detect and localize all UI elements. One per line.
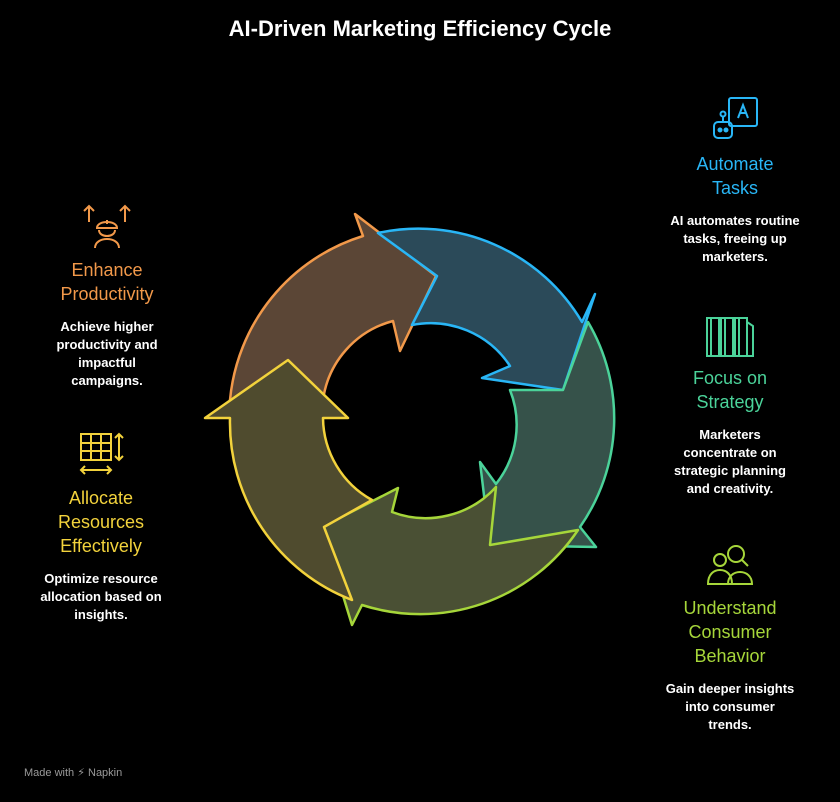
robot-ai-icon	[713, 97, 758, 139]
grid-resize-icon	[79, 432, 124, 475]
step-enhance-productivity: Enhance Productivity Achieve higher prod…	[32, 202, 182, 390]
arrow-enhance	[228, 212, 438, 402]
arrow-strategy	[478, 320, 616, 549]
folders-icon	[706, 317, 754, 357]
napkin-logo-icon: ⚡	[77, 767, 85, 779]
arrow-consumer	[320, 485, 580, 627]
step-automate-tasks: Automate Tasks AI automates routine task…	[660, 94, 810, 266]
step-description: Gain deeper insights into consumer trend…	[665, 681, 795, 732]
step-description: Optimize resource allocation based on in…	[40, 571, 162, 622]
step-heading: Focus on Strategy	[692, 368, 768, 412]
worker-arrows-icon	[83, 204, 131, 249]
people-search-icon	[706, 545, 754, 585]
arrow-allocate	[203, 358, 374, 602]
step-description: Achieve higher productivity and impactfu…	[56, 319, 158, 388]
step-description: Marketers concentrate on strategic plann…	[674, 427, 786, 496]
step-heading: Automate Tasks	[696, 154, 774, 198]
arrow-automate	[376, 227, 597, 392]
step-heading: Understand Consumer Behavior	[683, 598, 777, 666]
footer-credit: Made with ⚡ Napkin	[24, 766, 122, 779]
step-description: AI automates routine tasks, freeing up m…	[670, 213, 800, 264]
step-focus-strategy: Focus on Strategy Marketers concentrate …	[655, 314, 805, 498]
page-title: AI-Driven Marketing Efficiency Cycle	[228, 16, 612, 41]
step-consumer-behavior: Understand Consumer Behavior Gain deeper…	[650, 540, 810, 734]
footer-made-with: Made with	[24, 767, 75, 779]
step-allocate-resources: Allocate Resources Effectively Optimize …	[26, 430, 176, 624]
step-heading: Allocate Resources Effectively	[57, 488, 145, 556]
footer-brand: Napkin	[88, 767, 123, 779]
step-heading: Enhance Productivity	[60, 260, 154, 304]
